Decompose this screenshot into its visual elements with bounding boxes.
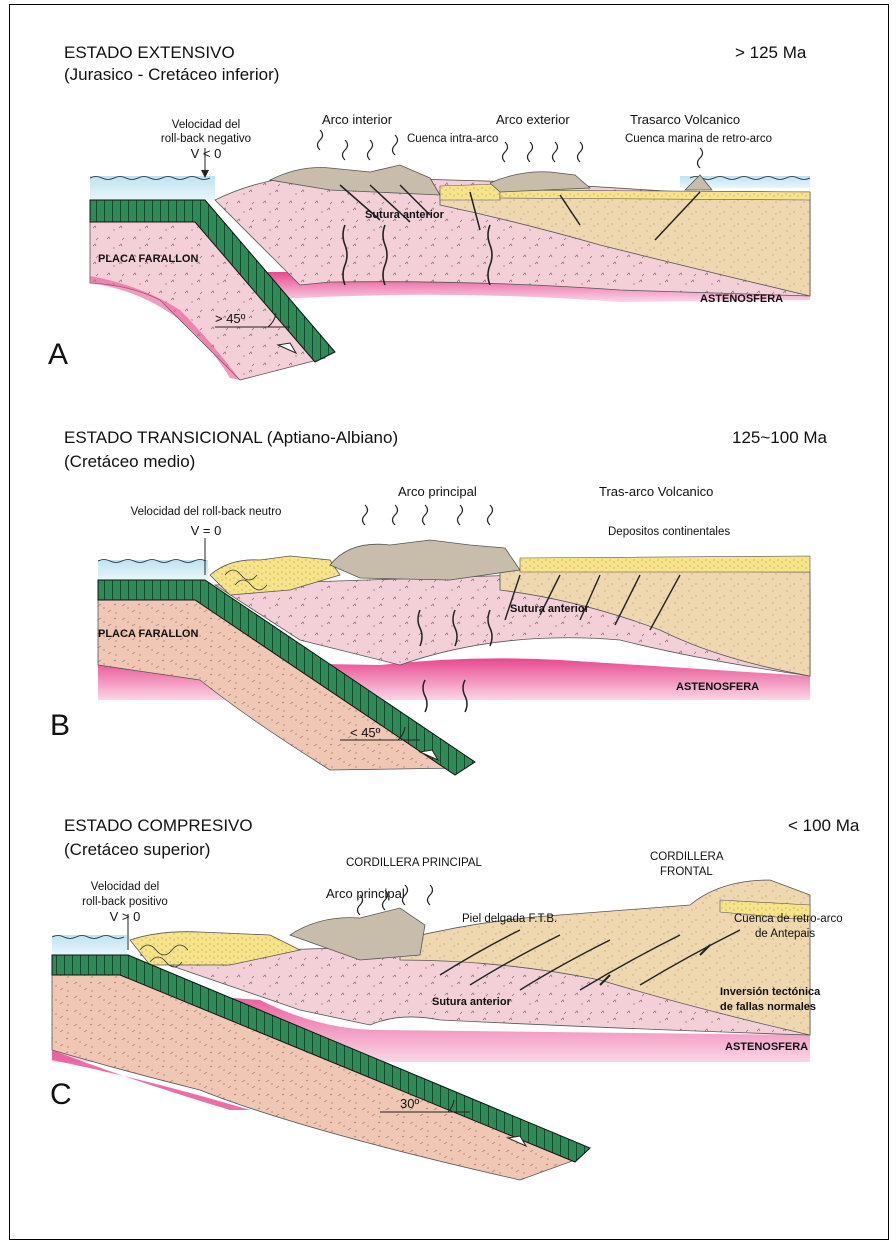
panel-a-cuenca-marina: Cuenca marina de retro-arco (625, 133, 772, 145)
panel-a-placa: PLACA FARALLON (98, 253, 198, 265)
panel-c-age: < 100 Ma (788, 816, 860, 835)
panel-b-rollback-2: V = 0 (191, 523, 222, 538)
panel-a-arco-interior: Arco interior (322, 112, 393, 127)
panel-c-cuenca-retro-2: de Antepais (755, 928, 815, 940)
panel-a-arco-exterior: Arco exterior (496, 112, 570, 127)
panel-b-depositos: Depositos continentales (608, 526, 730, 538)
panel-a-angle: > 45º (215, 311, 246, 326)
panel-c-inversion-1: Inversión tectónica (720, 986, 821, 998)
panel-a-rollback-1: Velocidad del (172, 119, 240, 131)
panel-a-cuenca-intra: Cuenca intra-arco (407, 133, 498, 145)
panel-c-sutura: Sutura anterior (432, 996, 512, 1008)
panel-b-period: (Cretáceo medio) (64, 452, 195, 471)
panel-b-angle: < 45º (350, 725, 381, 740)
panel-a-trasarco: Trasarco Volcanico (630, 112, 740, 127)
panel-a-state: ESTADO EXTENSIVO (64, 43, 235, 62)
panel-b-letter: B (50, 709, 70, 742)
panel-a-rollback-3: V < 0 (191, 146, 222, 161)
panel-b-sutura: Sutura anterior (510, 603, 590, 615)
panel-a: ESTADO EXTENSIVO (Jurasico - Cretáceo in… (48, 43, 810, 380)
panel-a-letter: A (48, 338, 68, 371)
panel-b: ESTADO TRANSICIONAL (Aptiano-Albiano) (C… (50, 428, 828, 775)
panel-c-rollback-2: roll-back positivo (82, 896, 168, 908)
panel-c-arco-principal: Arco principal (326, 886, 405, 901)
panel-c-state: ESTADO COMPRESIVO (64, 816, 253, 835)
panel-b-state: ESTADO TRANSICIONAL (Aptiano-Albiano) (64, 428, 398, 447)
panel-a-period: (Jurasico - Cretáceo inferior) (64, 65, 279, 84)
panel-b-age: 125~100 Ma (732, 428, 828, 447)
panel-c-cuenca-retro-1: Cuenca de retro-arco (734, 913, 843, 925)
panel-b-rollback-1: Velocidad del roll-back neutro (131, 506, 282, 518)
panel-a-sutura: Sutura anterior (365, 209, 445, 221)
panel-c-rollback-1: Velocidad del (91, 881, 159, 893)
panel-c-angle: 30º (400, 1096, 419, 1111)
panel-a-astenosfera: ASTENOSFERA (700, 293, 783, 305)
panel-a-age: > 125 Ma (735, 43, 807, 62)
panel-a-rollback-2: roll-back negativo (161, 133, 251, 145)
panel-c-letter: C (50, 1078, 72, 1111)
panel-c-cordillera-principal: CORDILLERA PRINCIPAL (346, 857, 483, 869)
panel-c-rollback-3: V > 0 (110, 909, 141, 924)
panel-c: ESTADO COMPRESIVO (Cretáceo superior) < … (50, 816, 860, 1180)
panel-c-piel: Piel delgada F.T.B. (462, 913, 557, 925)
panel-c-inversion-2: de fallas normales (720, 1001, 816, 1013)
panel-c-period: (Cretáceo superior) (64, 840, 210, 859)
panel-c-cordillera-frontal-1: CORDILLERA (650, 851, 724, 863)
panel-c-astenosfera: ASTENOSFERA (725, 1041, 808, 1053)
panel-b-astenosfera: ASTENOSFERA (676, 681, 759, 693)
panel-b-tras-arco: Tras-arco Volcanico (599, 484, 713, 499)
panel-b-arco-principal: Arco principal (398, 484, 477, 499)
panel-c-cordillera-frontal-2: FRONTAL (660, 866, 713, 878)
panel-b-ocean (98, 560, 208, 580)
panel-b-placa: PLACA FARALLON (98, 628, 198, 640)
